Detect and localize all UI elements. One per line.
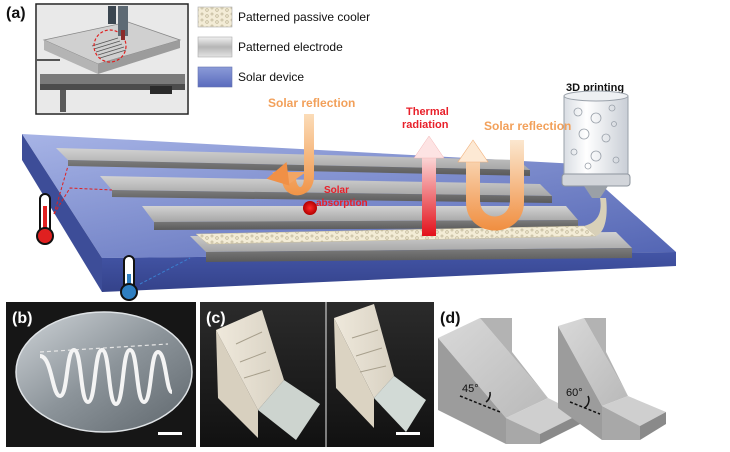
temperature-leader-lines: [53, 165, 191, 285]
panel-a-label: (a): [6, 5, 26, 22]
solar-absorption-label-2: absorption: [316, 198, 368, 209]
printing-syringe: 3D printing: [561, 82, 631, 198]
angle-label-45: 45°: [462, 383, 479, 395]
cold-thermometer-icon: [120, 255, 138, 301]
cooler-strip: [195, 198, 607, 245]
thermal-label-1: Thermal: [406, 106, 449, 118]
panel-c-photo: [200, 302, 434, 447]
solar-reflection-arrow-left: Solar reflection: [266, 96, 355, 215]
thermal-label-2: radiation: [402, 119, 449, 131]
panel-c-label: (c): [206, 310, 226, 327]
wedge-block-45: [438, 318, 580, 444]
panel-d-label: (d): [440, 310, 460, 327]
blue-swatch-icon: [197, 66, 233, 88]
thermal-radiation-arrow: Thermal radiation: [402, 106, 449, 236]
printer-inset: [35, 3, 189, 115]
solar-reflection-label-left: Solar reflection: [268, 96, 355, 110]
legend-label-electrode: Patterned electrode: [238, 40, 343, 54]
wedge-block-60: [558, 318, 666, 440]
gray-gradient-swatch-icon: [197, 36, 233, 58]
solar-reflection-label-right: Solar reflection: [484, 119, 571, 133]
panel-b-photo: [6, 302, 196, 447]
legend: Patterned passive cooler Patterned elect…: [197, 6, 370, 88]
legend-label-solar-device: Solar device: [238, 70, 304, 84]
angle-label-60: 60°: [566, 387, 583, 399]
legend-label-cooler: Patterned passive cooler: [238, 10, 370, 24]
scale-bar-b: [158, 432, 182, 435]
solar-reflection-arrow-right: Solar reflection: [457, 119, 571, 231]
solar-absorption-label-1: Solar: [324, 185, 349, 196]
hot-thermometer-icon: [36, 193, 54, 245]
panel-b-label: (b): [12, 310, 32, 327]
bubble-swatch-icon: [197, 6, 233, 28]
scale-bar-c: [396, 432, 420, 435]
